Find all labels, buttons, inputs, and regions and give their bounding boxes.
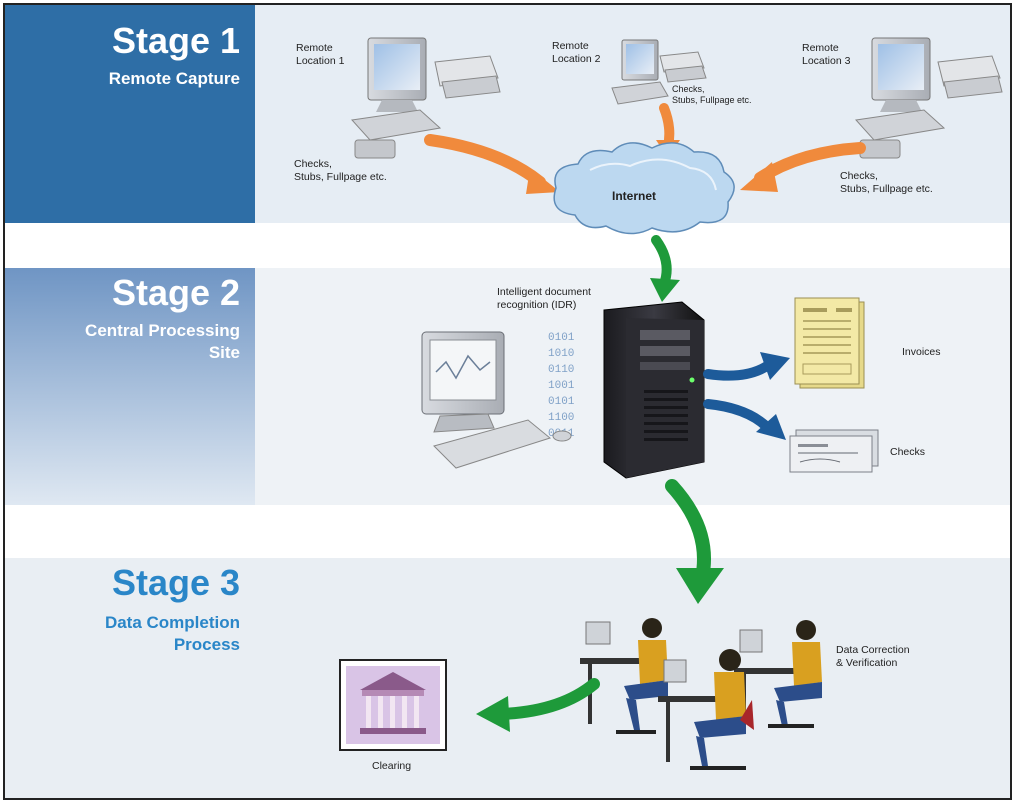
invoice-document-icon	[794, 297, 865, 389]
arrow-location1-to-internet	[424, 134, 560, 194]
stage3-title: Stage 3	[111, 562, 240, 603]
documents-label-middle: Checks, Stubs, Fullpage etc.	[672, 84, 752, 105]
operator-icon	[658, 649, 754, 770]
data-correction-label: Data Correction & Verification	[836, 644, 910, 669]
idr-label: Intelligent document recognition (IDR)	[497, 286, 591, 311]
stage1-left-band	[5, 5, 255, 223]
svg-text:1010: 1010	[548, 348, 574, 360]
stage3-subtitle: Data Completion Process	[104, 613, 240, 654]
arrow-internet-to-idr	[650, 235, 680, 302]
clearing-bank-icon	[339, 659, 447, 751]
arrow-idr-to-data-completion	[665, 479, 724, 604]
remote-location-1-label: Remote Location 1	[296, 42, 345, 67]
arrow-idr-to-checks	[703, 399, 786, 440]
checks-document-icon	[789, 429, 879, 473]
arrow-data-completion-to-clearing	[476, 678, 600, 732]
svg-text:1100: 1100	[548, 412, 574, 424]
stage2-left-band	[5, 268, 255, 505]
checks-label: Checks	[890, 446, 926, 458]
svg-text:1001: 1001	[548, 380, 575, 392]
workstation-icon	[855, 37, 1003, 159]
stage2-subtitle: Central Processing Site	[85, 321, 240, 362]
workstation-icon	[351, 37, 501, 159]
stage2-title: Stage 2	[111, 272, 240, 313]
documents-label-left: Checks, Stubs, Fullpage etc.	[294, 158, 387, 183]
remote-location-2-label: Remote Location 2	[552, 40, 601, 65]
documents-label-right: Checks, Stubs, Fullpage etc.	[840, 170, 933, 195]
diagram-frame	[3, 3, 1012, 800]
svg-text:0101: 0101	[548, 396, 575, 408]
svg-text:0110: 0110	[548, 364, 574, 376]
svg-text:0101: 0101	[548, 332, 575, 344]
stage1-subtitle: Remote Capture	[108, 69, 240, 88]
stage1-title: Stage 1	[111, 20, 240, 61]
clearing-label: Clearing	[372, 760, 412, 772]
invoices-label: Invoices	[902, 346, 941, 358]
workstation-icon	[611, 39, 707, 105]
internet-label: Internet	[612, 189, 657, 203]
idr-workstation-icon	[421, 331, 572, 469]
server-tower-icon	[603, 301, 705, 479]
remote-location-3-label: Remote Location 3	[802, 42, 851, 67]
arrow-idr-to-invoices	[703, 352, 790, 381]
stage3-band	[5, 558, 1010, 800]
internet-cloud-icon	[553, 142, 735, 235]
arrow-location3-to-internet	[740, 142, 866, 192]
